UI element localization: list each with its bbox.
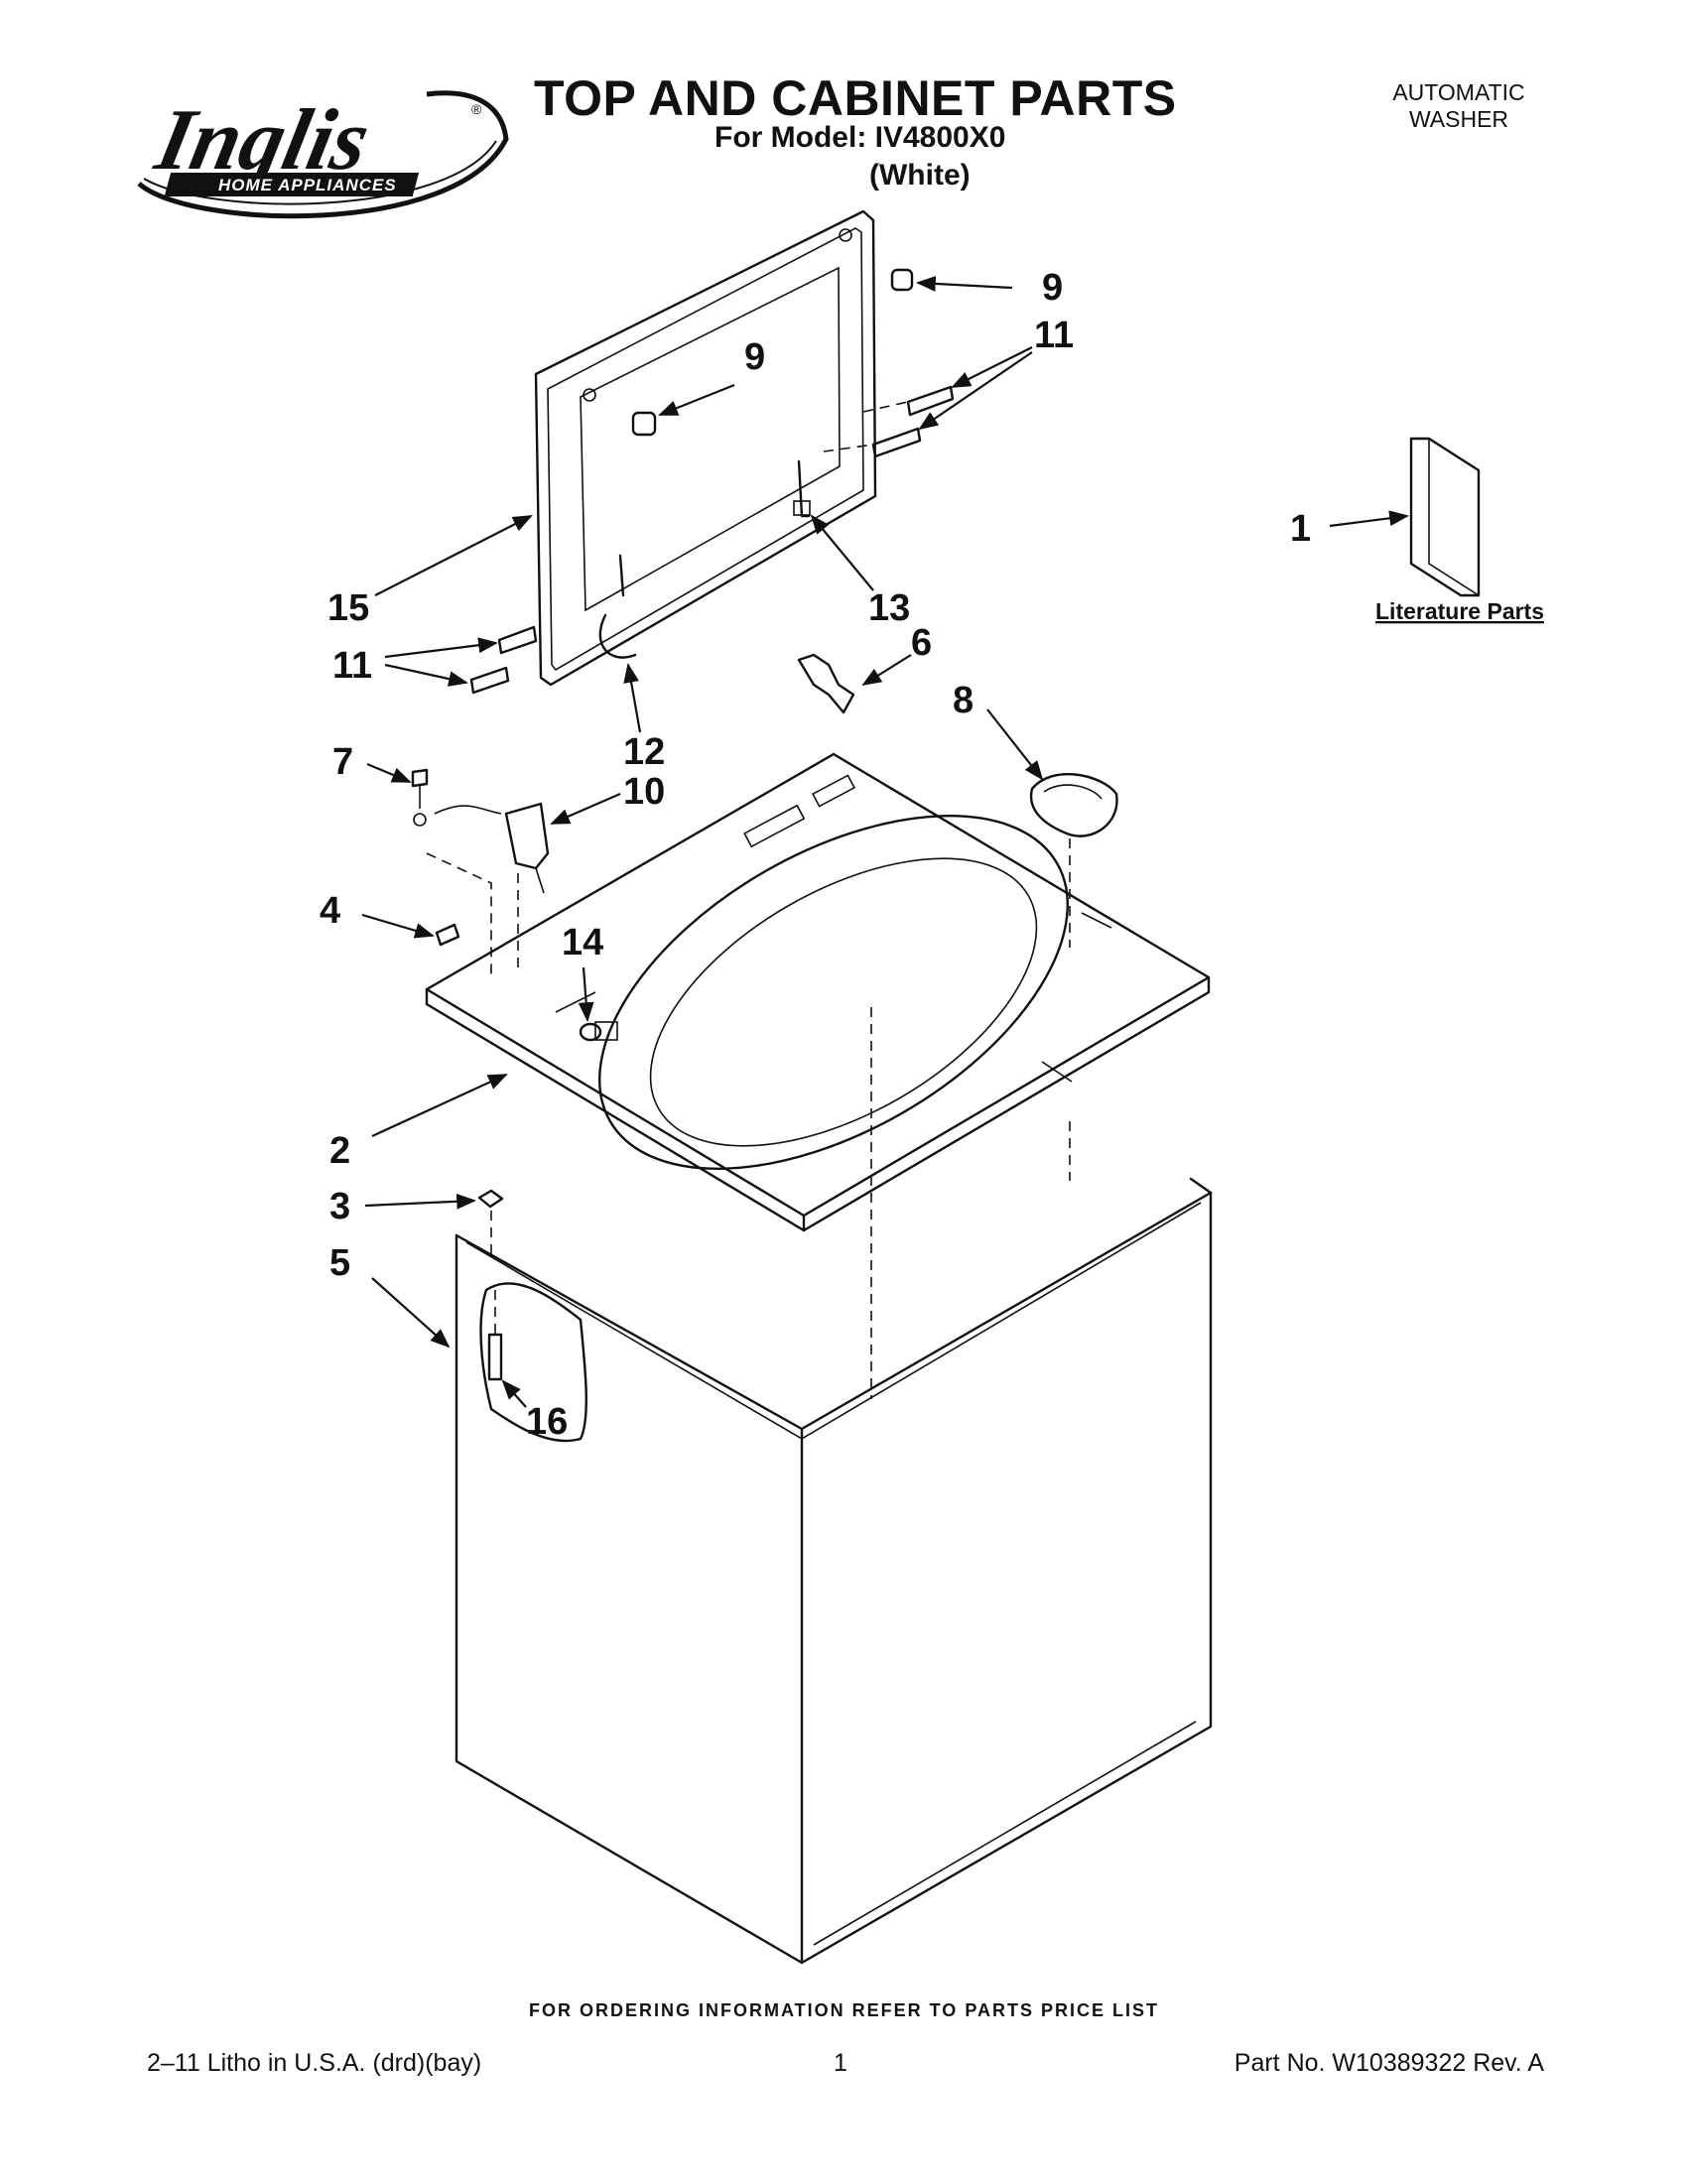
- callout-2: 2: [329, 1130, 350, 1172]
- model-color: (White): [869, 159, 971, 192]
- part-number: Part No. W10389322 Rev. A: [1234, 2049, 1544, 2077]
- callout-15: 15: [327, 587, 369, 629]
- callout-8: 8: [953, 680, 974, 721]
- lid-assembly: [534, 209, 877, 687]
- model-number: For Model: IV4800X0: [714, 121, 1006, 154]
- page-title: TOP AND CABINET PARTS: [534, 70, 1177, 126]
- callout-4: 4: [320, 890, 340, 932]
- callout-3: 3: [329, 1186, 350, 1227]
- inglis-logo: Inglis HOME APPLIANCES ®: [137, 90, 509, 219]
- hinge-bolt-top-right: [890, 268, 914, 292]
- clip-4: [435, 923, 460, 947]
- callout-11-left: 11: [332, 645, 372, 687]
- washer-cabinet: [454, 1007, 1213, 1965]
- hinge-screws-right: [823, 385, 955, 458]
- washer-top: [425, 752, 1211, 1232]
- callout-9-lid: 9: [744, 336, 765, 378]
- clip-3: [477, 1189, 504, 1255]
- literature-booklet: Literature Parts: [1375, 437, 1544, 624]
- callout-6: 6: [911, 622, 932, 664]
- lid-latch-pieces: [598, 459, 811, 659]
- callout-5: 5: [329, 1242, 350, 1284]
- callout-12: 12: [623, 731, 665, 773]
- callout-14: 14: [562, 922, 603, 964]
- svg-text:Inglis: Inglis: [148, 92, 378, 189]
- litho-info: 2–11 Litho in U.S.A. (drd)(bay): [147, 2049, 482, 2077]
- fitting-14: [579, 1021, 618, 1042]
- document-type: AUTOMATIC WASHER: [1360, 79, 1558, 133]
- callout-13: 13: [868, 587, 910, 629]
- svg-text:®: ®: [471, 101, 482, 117]
- doc-type-line-2: WASHER: [1408, 106, 1509, 132]
- ordering-note: FOR ORDERING INFORMATION REFER TO PARTS …: [528, 2000, 1159, 2020]
- callout-7: 7: [332, 741, 353, 783]
- callout-11-right: 11: [1034, 315, 1074, 356]
- hinge-screws-left: [469, 625, 538, 695]
- callout-10: 10: [623, 771, 665, 813]
- lid-switch: [504, 802, 550, 894]
- callout-9-top: 9: [1042, 267, 1063, 309]
- literature-parts-label: Literature Parts: [1375, 598, 1544, 624]
- hinge-bolt-left: [631, 411, 657, 437]
- callout-16: 16: [526, 1401, 568, 1443]
- page-number: 1: [834, 2049, 847, 2077]
- switch-screw: [411, 768, 429, 827]
- doc-type-line-1: AUTOMATIC: [1392, 79, 1525, 105]
- dispenser-cup-8: [1029, 773, 1118, 948]
- callout-1: 1: [1290, 508, 1311, 550]
- svg-text:HOME APPLIANCES: HOME APPLIANCES: [218, 176, 397, 194]
- callout-arrows: [361, 276, 1409, 1408]
- cover-6: [797, 653, 855, 714]
